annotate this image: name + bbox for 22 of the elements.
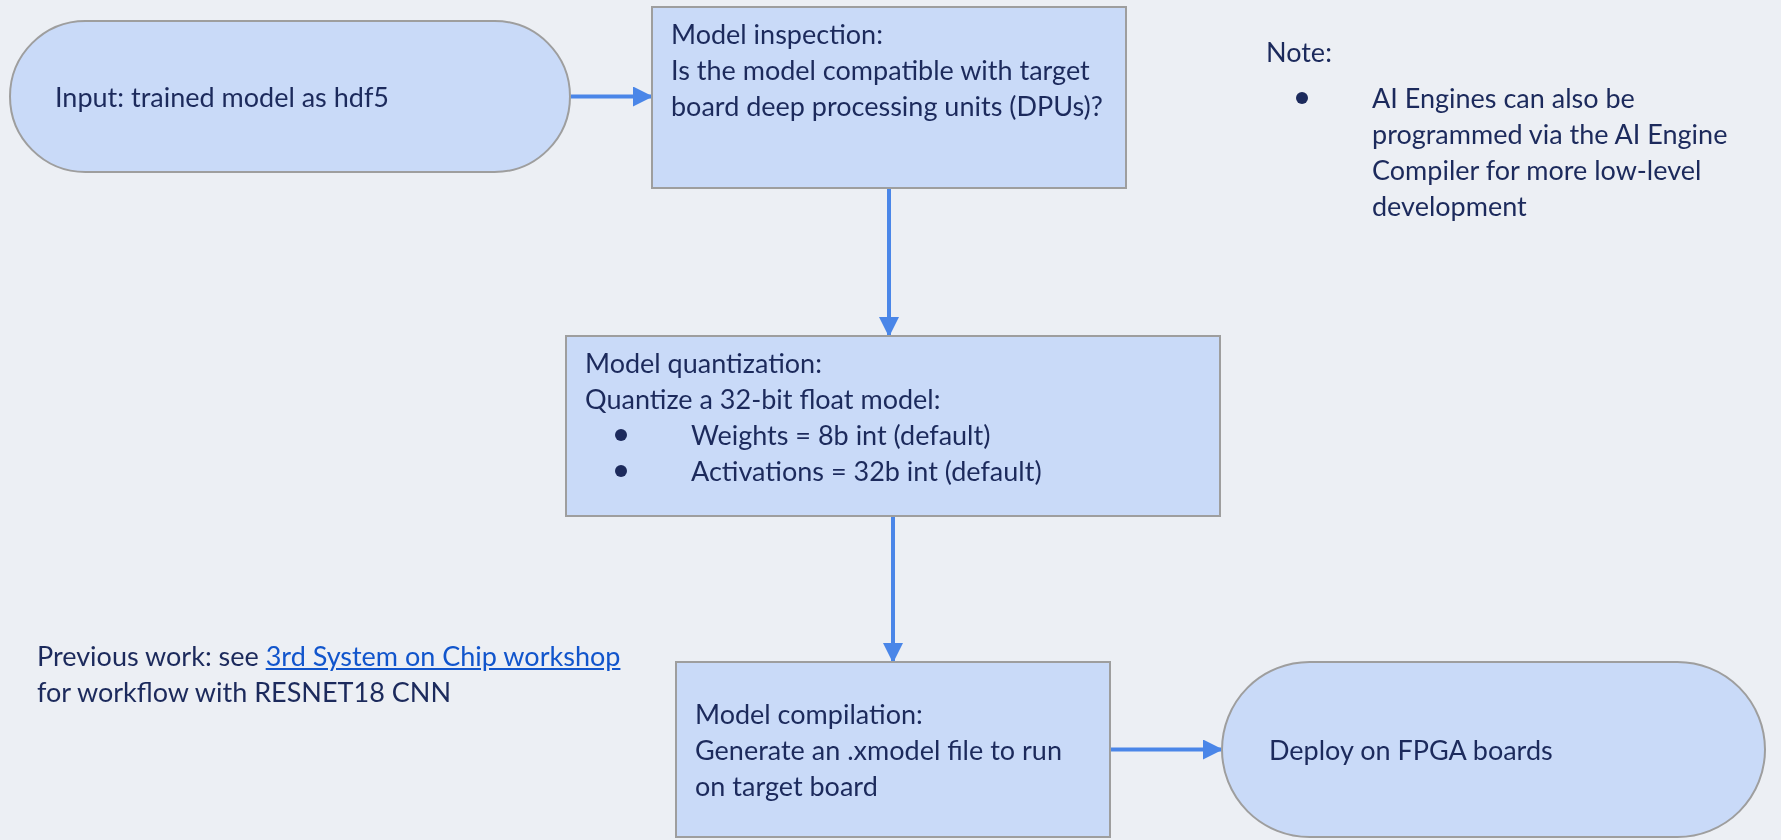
node-text: Model quantization: <box>585 345 823 381</box>
node-text: Quantize a 32-bit float model: <box>585 381 942 417</box>
bullet-text: Weights = 8b int (default) <box>691 417 991 453</box>
node-text: Is the model compatible with target board deep processing units (DPUs)? <box>671 52 1104 124</box>
note-text: AI Engines can also be programmed via the AI Engine Compiler for more low-level development <box>1372 80 1729 224</box>
arrow <box>1111 739 1223 760</box>
node-text: Model inspection: <box>671 16 884 52</box>
arrow <box>883 517 903 663</box>
process-box <box>675 661 1111 838</box>
node-text: Deploy on FPGA boards <box>1269 731 1554 768</box>
note-text: Previous work: see <box>37 639 259 672</box>
note-heading: Note: <box>1266 34 1332 70</box>
node-text: Input: trained model as hdf5 <box>55 78 390 115</box>
arrow <box>571 86 653 107</box>
note-text: for workflow with RESNET18 CNN <box>37 675 451 708</box>
node-text: Model compilation: <box>695 695 924 732</box>
arrow <box>879 189 899 337</box>
node-text: Generate an .xmodel file to run on target board <box>695 731 1063 804</box>
link: 3rd System on Chip workshop <box>265 639 621 672</box>
process-box <box>651 6 1127 189</box>
bullet-text: Activations = 32b int (default) <box>691 453 1042 489</box>
process-box <box>565 335 1221 517</box>
